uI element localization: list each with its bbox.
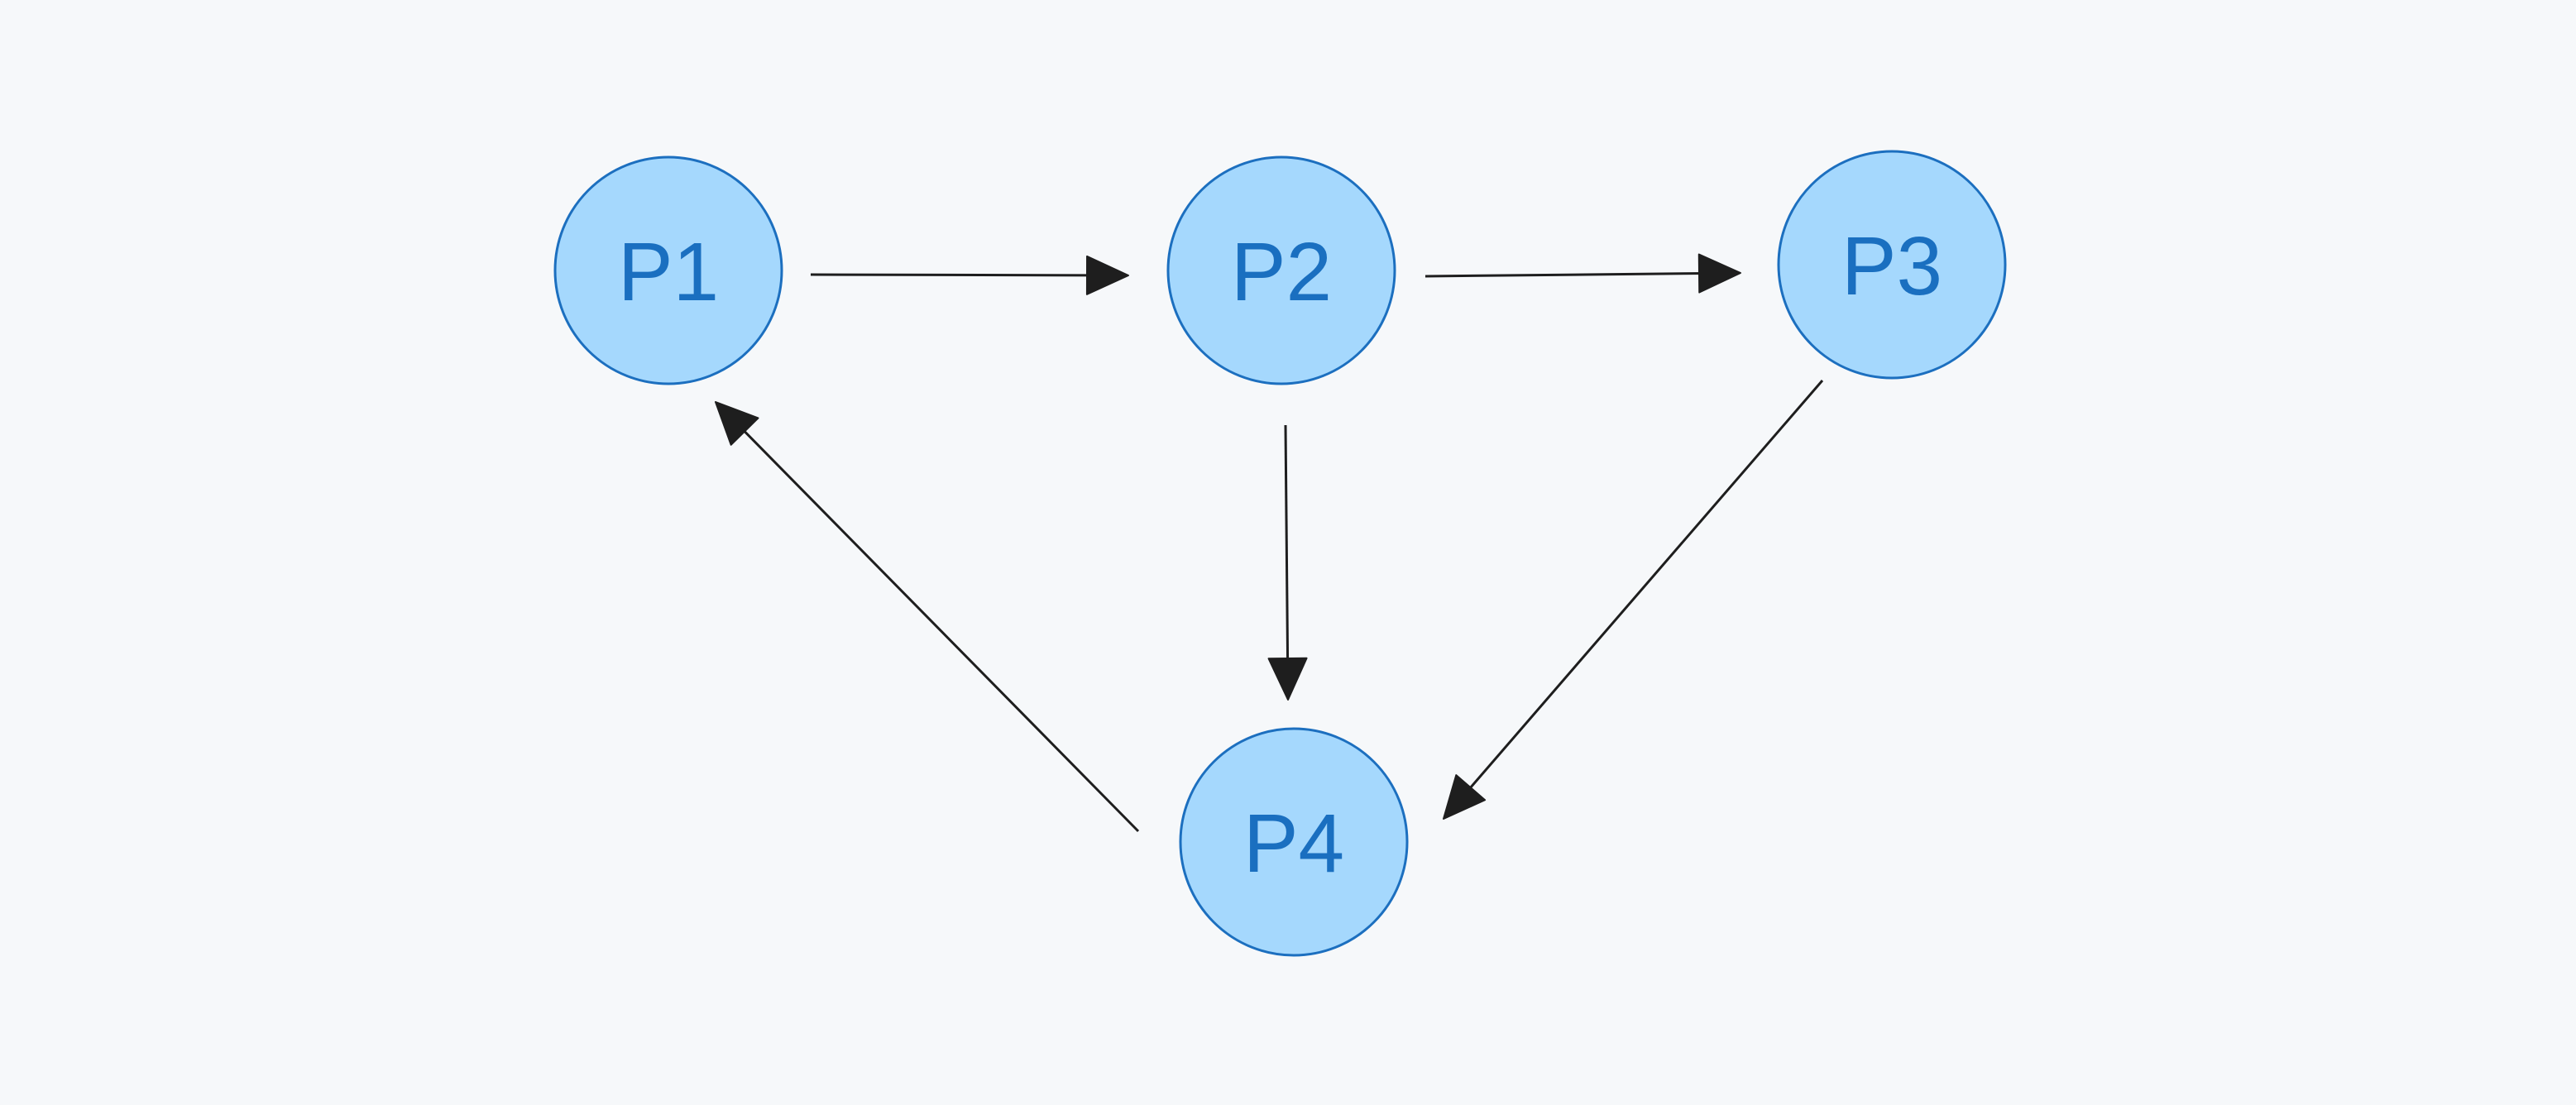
node-p4: P4 [1179,727,1409,957]
node-circle [1166,155,1396,385]
edges-layer [715,253,1824,833]
edge-line [1466,380,1824,792]
edge-p3-to-p4 [1443,380,1824,820]
edge-p2-to-p4 [1267,424,1308,701]
node-circle [1777,150,2007,380]
arrowhead-icon [1267,657,1308,701]
node-label: P3 [1841,220,1942,313]
node-circle [553,155,783,385]
edge-p1-to-p2 [810,255,1129,295]
node-label: P1 [618,226,719,318]
arrowhead-icon [1443,774,1487,820]
arrowhead-icon [715,401,759,446]
node-circle [1179,727,1409,957]
edge-line [740,427,1140,833]
edge-line [1284,424,1290,664]
arrowhead-icon [1085,255,1129,295]
node-p2: P2 [1166,155,1396,385]
node-p1: P1 [553,155,783,385]
node-label: P4 [1243,797,1344,890]
edge-line [1424,271,1705,278]
node-label: P2 [1231,226,1332,318]
edge-p4-to-p1 [715,401,1140,833]
node-p3: P3 [1777,150,2007,380]
edge-p2-to-p3 [1424,253,1741,294]
arrowhead-icon [1697,253,1741,294]
